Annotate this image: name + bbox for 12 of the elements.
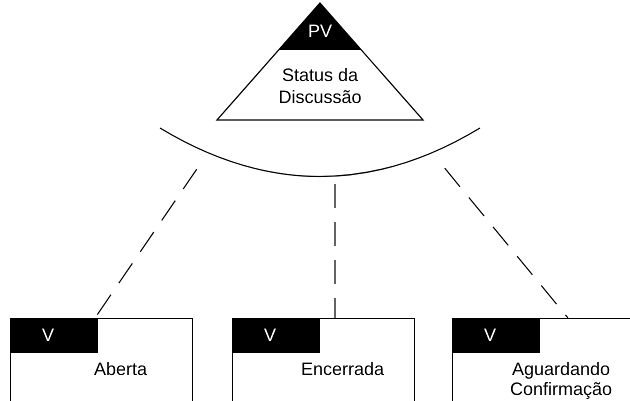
node-label: Aguardando Confirmação <box>508 359 614 399</box>
node-tag: V <box>480 324 500 346</box>
node-label: Encerrada <box>300 359 386 379</box>
node-tag: V <box>38 324 58 346</box>
dashed-connector <box>334 184 336 318</box>
dashed-connector <box>444 168 568 318</box>
node-label: Status da Discussão <box>277 64 363 108</box>
node-label: Aberta <box>92 359 148 379</box>
node-tag: V <box>260 324 280 346</box>
value-box <box>452 318 630 401</box>
value-box <box>232 318 415 401</box>
value-box <box>10 318 193 401</box>
